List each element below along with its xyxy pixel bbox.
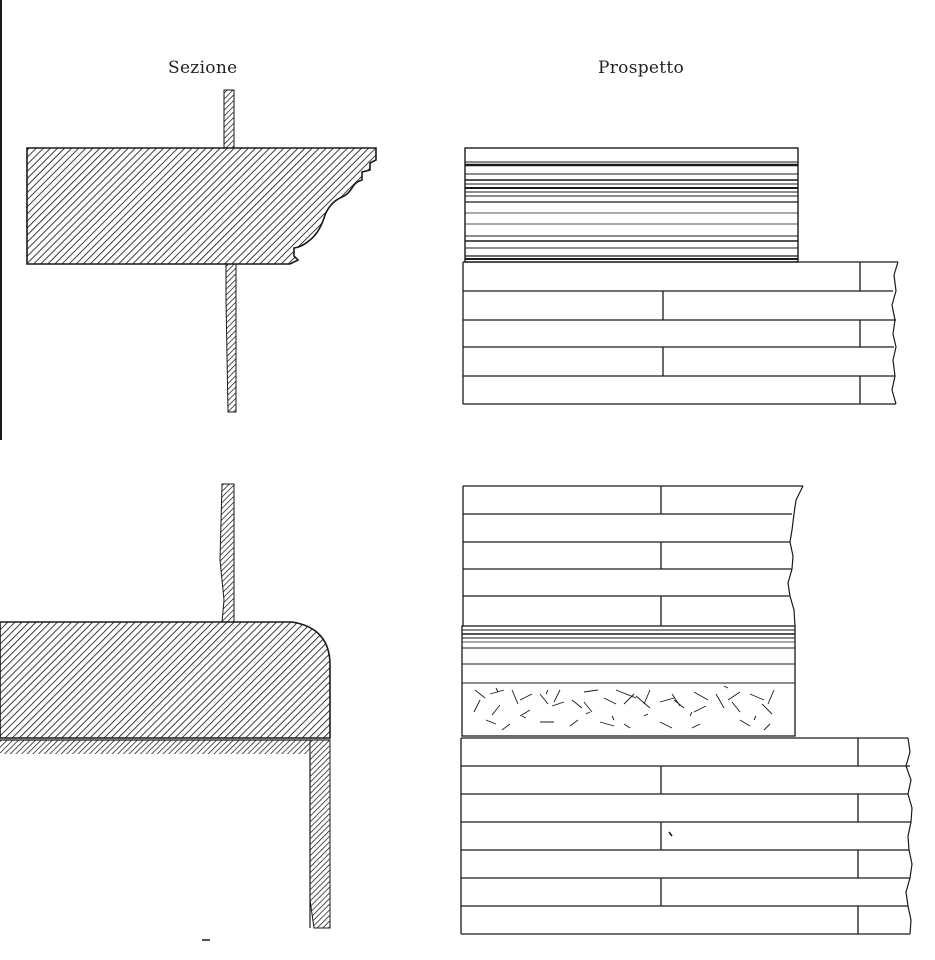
bottom-section-drawing <box>0 483 331 941</box>
bottom-elevation-drawing <box>460 485 913 935</box>
masonry-courses-bottom <box>460 737 913 935</box>
wall-upper-hatch-2 <box>219 483 235 623</box>
wall-lower-hatch <box>225 263 237 413</box>
top-elevation-drawing <box>462 147 899 405</box>
wall-side-hatch <box>309 739 331 929</box>
cornice-section-hatch <box>26 147 377 265</box>
band-elevation-block <box>461 625 796 737</box>
section-title: Sezione <box>168 58 238 78</box>
slab-section-hatch <box>0 621 331 739</box>
elevation-title: Prospetto <box>598 58 685 78</box>
top-section-drawing <box>26 89 377 413</box>
slab-underside-hatch <box>0 740 310 754</box>
rough-texture-marks <box>473 685 775 731</box>
masonry-courses-top <box>462 261 899 405</box>
wall-upper-hatch <box>223 89 235 149</box>
